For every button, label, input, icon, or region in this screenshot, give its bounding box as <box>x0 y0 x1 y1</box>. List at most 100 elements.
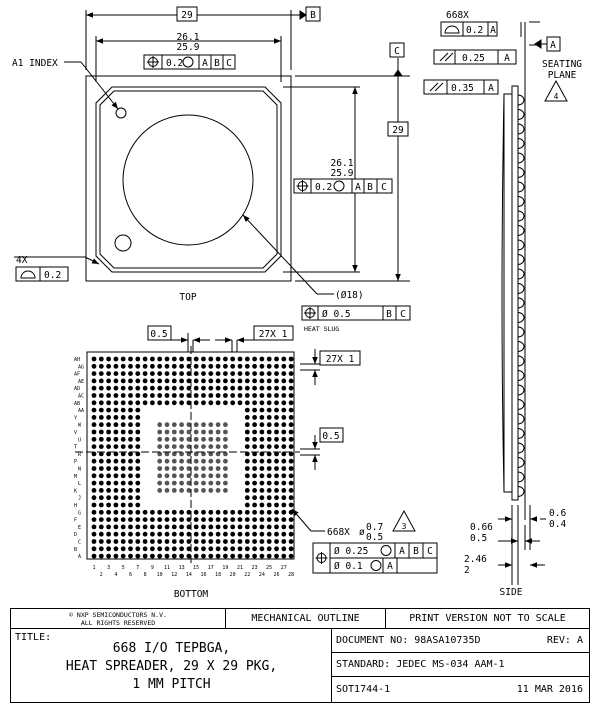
solder-ball <box>259 458 265 464</box>
solder-ball <box>171 356 177 362</box>
solder-ball <box>120 400 126 406</box>
solder-ball <box>128 488 133 493</box>
side-note-num: 4 <box>554 92 559 101</box>
solder-ball <box>208 458 214 464</box>
side-total-max: 2.46 <box>464 554 487 565</box>
right-ref-c: C <box>381 182 387 193</box>
solder-ball <box>223 393 228 398</box>
side-ball <box>517 196 525 207</box>
solder-ball <box>106 429 111 435</box>
solder-ball <box>266 429 272 435</box>
solder-ball <box>223 473 228 479</box>
solder-ball <box>157 509 163 515</box>
solder-ball <box>259 378 265 384</box>
solder-ball <box>201 422 206 428</box>
solder-ball <box>186 422 192 428</box>
solder-ball <box>120 531 126 537</box>
solder-ball <box>281 495 287 501</box>
solder-ball <box>106 488 111 493</box>
solder-ball <box>281 480 287 486</box>
solder-ball <box>98 422 104 428</box>
solder-ball <box>274 436 279 442</box>
solder-ball <box>113 415 119 420</box>
solder-ball <box>252 517 257 522</box>
solder-ball <box>193 539 199 544</box>
solder-ball <box>98 466 104 471</box>
solder-ball <box>186 371 192 376</box>
solder-ball <box>128 356 133 362</box>
top-body-height-min: 25.9 <box>331 168 354 179</box>
solder-ball <box>237 363 243 369</box>
solder-ball <box>98 531 104 537</box>
solder-ball <box>150 517 155 522</box>
solder-ball <box>106 356 111 362</box>
solder-ball <box>223 509 228 515</box>
row-label: A <box>78 554 81 560</box>
solder-ball <box>201 436 206 442</box>
solder-ball <box>128 539 133 544</box>
solder-ball <box>252 363 257 369</box>
solder-ball <box>288 407 294 413</box>
side-ball <box>517 94 525 106</box>
solder-ball <box>179 371 185 376</box>
side-ball <box>517 152 525 164</box>
side-coplanarity-ref: A <box>490 25 496 36</box>
solder-ball <box>150 400 155 406</box>
solder-ball <box>281 458 287 464</box>
side-ball <box>517 399 525 410</box>
top-ref-a: A <box>202 58 208 69</box>
solder-ball <box>113 444 119 449</box>
solder-ball <box>98 363 104 369</box>
solder-ball <box>208 451 214 457</box>
rights-text: ALL RIGHTS RESERVED <box>80 619 156 627</box>
solder-ball <box>288 517 294 522</box>
solder-ball <box>135 385 141 391</box>
solder-ball <box>201 458 206 464</box>
solder-ball <box>157 524 163 530</box>
revision-text: REV: A <box>546 635 583 646</box>
solder-ball <box>244 407 250 413</box>
solder-ball <box>171 371 177 376</box>
solder-ball <box>244 466 250 471</box>
column-label: 18 <box>215 572 221 578</box>
solder-ball <box>230 371 236 376</box>
solder-ball <box>215 429 221 435</box>
side-ball <box>517 326 525 338</box>
solder-ball <box>128 502 133 508</box>
solder-ball <box>91 517 97 522</box>
heat-slug-dia: (Ø18) <box>335 290 364 301</box>
solder-ball <box>223 400 228 406</box>
solder-ball <box>179 466 185 471</box>
side-ball <box>517 341 525 352</box>
side-ball <box>517 109 525 120</box>
solder-ball <box>223 458 228 464</box>
solder-ball <box>106 400 111 406</box>
solder-ball <box>120 539 126 544</box>
solder-ball <box>252 407 257 413</box>
solder-ball <box>230 363 236 369</box>
solder-ball <box>179 546 185 552</box>
solder-ball <box>266 502 272 508</box>
solder-ball <box>201 524 206 530</box>
solder-ball <box>113 363 119 369</box>
solder-ball <box>120 429 126 435</box>
row-label: P <box>74 459 77 465</box>
solder-ball <box>259 480 265 486</box>
date-text: 11 MAR 2016 <box>516 684 583 695</box>
title-cell: TITLE: 668 I/O TEPBGA, HEAT SPREADER, 29… <box>11 629 332 702</box>
solder-ball <box>288 429 294 435</box>
solder-ball <box>179 458 185 464</box>
solder-ball <box>252 553 257 559</box>
solder-ball <box>171 517 177 522</box>
copyright-cell: © NXP SEMICONDUCTORS N.V. ALL RIGHTS RES… <box>11 609 226 629</box>
solder-ball <box>230 546 236 552</box>
side-ht-min: 0.5 <box>470 533 487 544</box>
solder-ball <box>215 458 221 464</box>
row-label: AE <box>78 379 84 385</box>
side-ball <box>517 239 525 251</box>
solder-ball <box>91 502 97 508</box>
top-body-inner <box>99 90 278 269</box>
solder-ball <box>106 363 111 369</box>
side-substrate <box>511 85 519 501</box>
